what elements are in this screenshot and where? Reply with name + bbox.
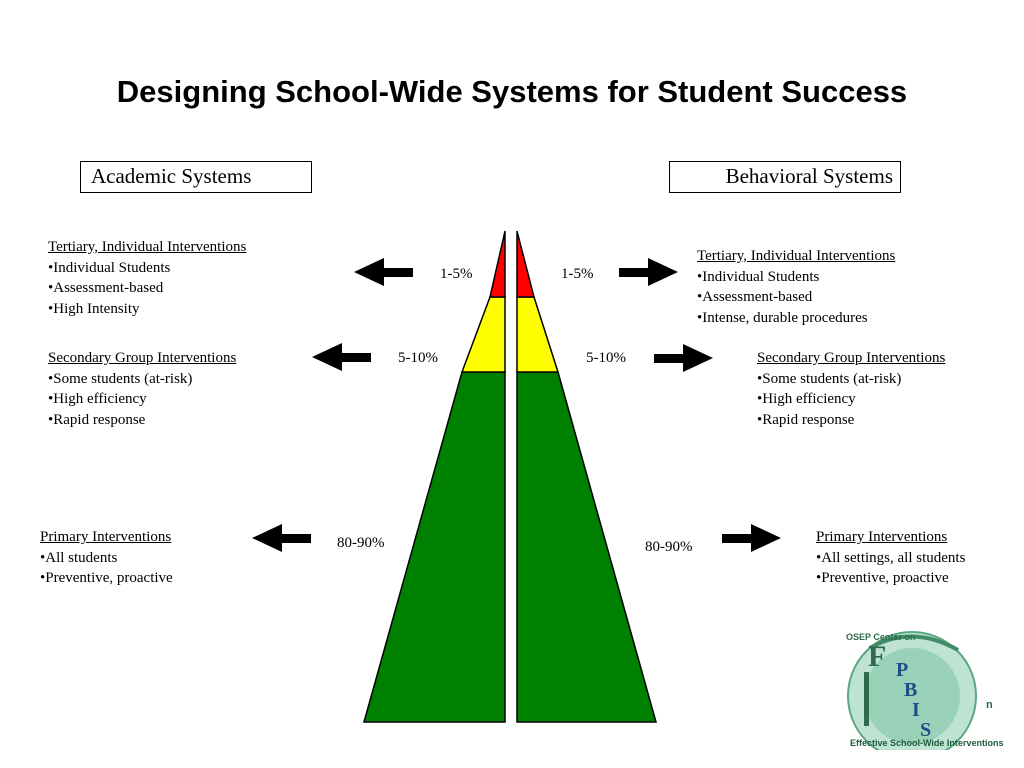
list-item: •All settings, all students bbox=[816, 549, 966, 566]
list-item: •Assessment-based bbox=[697, 289, 813, 305]
svg-text:S: S bbox=[920, 719, 931, 741]
logo-top-text: OSEP Center on bbox=[846, 632, 916, 642]
right-primary-tier bbox=[516, 371, 657, 723]
logo-bottom-text: Effective School-Wide Interventions bbox=[850, 738, 1004, 748]
left-primary-percent: 80-90% bbox=[337, 535, 385, 551]
list-item: •Some students (at-risk) bbox=[48, 370, 193, 387]
academic-systems-label: Academic Systems bbox=[80, 161, 312, 193]
svg-text:P: P bbox=[896, 659, 908, 681]
svg-text:n: n bbox=[986, 699, 993, 711]
right-secondary-tier bbox=[516, 296, 560, 373]
arrow-right-secondary bbox=[654, 344, 713, 372]
list-item: •High efficiency bbox=[48, 391, 147, 407]
list-item: •High Intensity bbox=[48, 300, 140, 317]
right-tertiary-tier bbox=[516, 230, 535, 298]
arrow-left-tertiary bbox=[354, 258, 413, 286]
svg-text:B: B bbox=[904, 679, 917, 701]
right-tertiary-percent: 1-5% bbox=[561, 266, 594, 282]
right-primary-heading: Primary Interventions bbox=[816, 529, 948, 545]
arrow-right-tertiary bbox=[619, 258, 678, 286]
left-secondary-tier bbox=[460, 296, 506, 373]
list-item: •Rapid response bbox=[48, 411, 146, 428]
left-secondary-text: Secondary Group Interventions •Some stud… bbox=[48, 348, 236, 430]
left-tertiary-text: Tertiary, Individual Interventions •Indi… bbox=[48, 237, 246, 319]
svg-text:F: F bbox=[868, 640, 886, 673]
right-secondary-heading: Secondary Group Interventions bbox=[757, 350, 946, 366]
left-tertiary-tier bbox=[489, 230, 506, 298]
left-tertiary-percent: 1-5% bbox=[440, 266, 473, 282]
right-primary-text: Primary Interventions •All settings, all… bbox=[816, 527, 965, 589]
list-item: •Preventive, proactive bbox=[40, 570, 173, 586]
list-item: •Some students (at-risk) bbox=[757, 370, 902, 387]
left-secondary-percent: 5-10% bbox=[398, 350, 438, 366]
right-secondary-text: Secondary Group Interventions •Some stud… bbox=[757, 348, 945, 430]
list-item: •Individual Students bbox=[697, 268, 820, 285]
right-primary-percent: 80-90% bbox=[645, 539, 693, 555]
right-secondary-percent: 5-10% bbox=[586, 350, 626, 366]
arrow-left-primary bbox=[252, 524, 311, 552]
list-item: •Rapid response bbox=[757, 411, 855, 428]
list-item: •High efficiency bbox=[757, 391, 856, 407]
right-tertiary-text: Tertiary, Individual Interventions •Indi… bbox=[697, 246, 895, 328]
left-primary-heading: Primary Interventions bbox=[40, 529, 172, 545]
left-primary-tier bbox=[363, 371, 506, 723]
arrow-left-secondary bbox=[312, 343, 371, 371]
list-item: •Assessment-based bbox=[48, 280, 164, 296]
list-item: •Preventive, proactive bbox=[816, 570, 949, 586]
list-item: •Intense, durable procedures bbox=[697, 309, 868, 326]
page-title: Designing School-Wide Systems for Studen… bbox=[116, 74, 908, 109]
behavioral-systems-label: Behavioral Systems bbox=[669, 161, 901, 193]
list-item: •All students bbox=[40, 549, 118, 566]
left-secondary-heading: Secondary Group Interventions bbox=[48, 350, 237, 366]
arrow-right-primary bbox=[722, 524, 781, 552]
pbis-logo: F P B I S n bbox=[847, 631, 993, 750]
svg-text:I: I bbox=[912, 699, 920, 721]
left-tertiary-heading: Tertiary, Individual Interventions bbox=[48, 239, 247, 255]
list-item: •Individual Students bbox=[48, 259, 171, 276]
right-tertiary-heading: Tertiary, Individual Interventions bbox=[697, 248, 896, 264]
left-primary-text: Primary Interventions •All students •Pre… bbox=[40, 527, 173, 589]
